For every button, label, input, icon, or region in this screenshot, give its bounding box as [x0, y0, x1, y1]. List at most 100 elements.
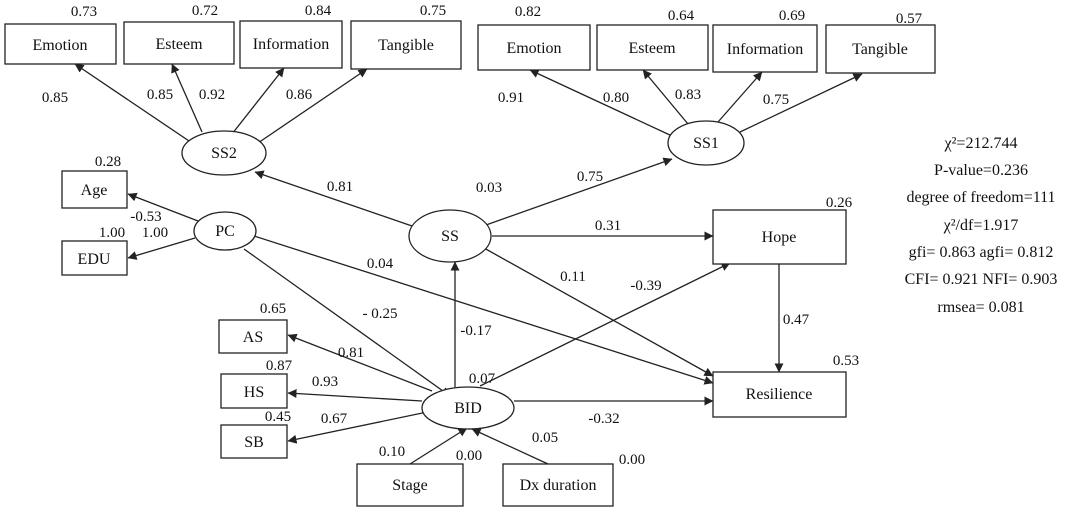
oval-label: SS1: [693, 135, 719, 152]
box-ss2-emotion: Emotion: [4, 23, 117, 65]
arrow-bid-hope: [479, 262, 731, 387]
coef-dx-bid: 0.05: [532, 430, 558, 446]
coef-bid-as: 0.81: [338, 345, 364, 361]
box-label: Tangible: [852, 41, 908, 58]
arrow-pc-resilience: [253, 235, 714, 385]
box-resilience: Resilience: [712, 371, 847, 418]
box-dx-duration: Dx duration: [502, 463, 614, 507]
latent-variables: SS2 SS1 PC SS BID: [181, 120, 745, 430]
box-label: HS: [244, 384, 264, 401]
stat-dof: degree of freedom=111: [906, 189, 1055, 206]
box-label: Esteem: [628, 40, 676, 57]
oval-label: BID: [454, 400, 482, 417]
r2-edu: 1.00: [99, 225, 125, 241]
arrow-stage-bid: [409, 427, 468, 465]
r2-ss1-information: 0.69: [779, 8, 805, 24]
r2-ss2-tangible: 0.75: [420, 3, 446, 19]
box-ss2-tangible: Tangible: [350, 20, 462, 70]
box-sb: SB: [220, 424, 288, 459]
box-label: Emotion: [32, 37, 87, 54]
coef-ss1-esteem: 0.80: [603, 90, 629, 106]
box-age: Age: [61, 170, 128, 209]
r2-bid: 0.07: [469, 371, 496, 387]
oval-label: SS2: [211, 145, 237, 162]
box-label: SB: [244, 434, 264, 451]
box-label: Tangible: [378, 37, 434, 54]
box-ss2-esteem: Esteem: [123, 21, 235, 65]
box-label: EDU: [78, 251, 111, 268]
fit-statistics: χ²=212.744 P-value=0.236 degree of freed…: [905, 135, 1058, 316]
coef-pc-bid: - 0.25: [363, 306, 398, 322]
box-label: Hope: [762, 229, 797, 246]
coef-ss2-tangible: 0.86: [286, 87, 313, 103]
arrow-ss1-information: [717, 71, 763, 123]
arrow-ss2-tangible: [257, 68, 368, 144]
r2-as: 0.65: [260, 301, 286, 317]
path-coefficients: 0.85 0.85 0.92 0.86 0.91 0.80 0.83 0.75 …: [42, 87, 810, 460]
r2-ss1-emotion: 0.82: [515, 4, 541, 20]
oval-bid: BID: [421, 386, 515, 430]
stat-pvalue: P-value=0.236: [934, 162, 1028, 179]
r2-labels: 0.73 0.72 0.84 0.75 0.82 0.64 0.69 0.57 …: [71, 3, 923, 468]
coef-ss1-emotion: 0.91: [498, 90, 524, 106]
coef-ss2-emotion: 0.85: [42, 90, 68, 106]
r2-ss2-esteem: 0.72: [192, 3, 218, 19]
coef-pc-resilience: 0.04: [367, 256, 394, 272]
r2-ss: 0.03: [476, 180, 502, 196]
arrow-ss1-tangible: [739, 73, 863, 133]
box-ss1-tangible: Tangible: [825, 24, 936, 74]
coef-ss1-information: 0.83: [675, 87, 701, 103]
arrow-ss2-esteem: [171, 63, 203, 133]
oval-label: SS: [441, 228, 459, 245]
box-label: Esteem: [155, 36, 203, 53]
box-label: Resilience: [746, 386, 813, 403]
coef-hope-resilience: 0.47: [783, 312, 810, 328]
oval-ss1: SS1: [667, 120, 745, 166]
box-label: Emotion: [506, 40, 561, 57]
box-label: Age: [81, 182, 108, 199]
r2-hope: 0.26: [826, 195, 853, 211]
box-as: AS: [218, 319, 288, 354]
arrow-ss-ss2: [254, 170, 413, 227]
coef-ss2-information: 0.92: [199, 87, 225, 103]
r2-ss2-information: 0.84: [305, 3, 332, 19]
arrows: [74, 63, 863, 465]
box-label: Information: [727, 41, 803, 58]
stat-chi2: χ²=212.744: [944, 135, 1018, 152]
arrow-dx-bid: [471, 428, 549, 465]
coef-stage-bid: 0.10: [379, 444, 405, 460]
box-ss1-emotion: Emotion: [477, 24, 591, 71]
oval-pc: PC: [193, 211, 257, 251]
coef-bid-sb: 0.67: [321, 411, 348, 427]
coef-pc-age: -0.53: [130, 209, 161, 225]
oval-ss: SS: [408, 209, 492, 263]
arrow-pc-bid: [243, 248, 451, 397]
box-label: Information: [253, 36, 329, 53]
r2-resilience: 0.53: [833, 353, 859, 369]
arrow-ss-resilience: [483, 247, 714, 377]
arrow-ss1-emotion: [529, 69, 673, 137]
r2-stage: 0.00: [456, 448, 482, 464]
coef-ss-ss2: 0.81: [327, 179, 353, 195]
oval-label: PC: [215, 223, 235, 240]
coef-ss-ss1: 0.75: [577, 169, 603, 185]
box-ss1-information: Information: [712, 24, 818, 73]
coef-ss2-esteem: 0.85: [147, 87, 173, 103]
box-label: AS: [243, 329, 263, 346]
arrow-ss2-information: [231, 67, 285, 135]
box-stage: Stage: [356, 463, 464, 507]
box-label: Dx duration: [520, 477, 597, 494]
coef-bid-hs: 0.93: [312, 374, 338, 390]
stat-gfi: gfi= 0.863 agfi= 0.812: [909, 244, 1054, 261]
box-label: Stage: [392, 477, 428, 494]
arrow-ss1-esteem: [642, 69, 689, 125]
r2-hs: 0.87: [266, 358, 293, 374]
arrow-ss2-emotion: [74, 63, 193, 144]
box-edu: EDU: [61, 240, 128, 276]
coef-bid-ss: -0.17: [460, 323, 492, 339]
r2-ss1-tangible: 0.57: [896, 11, 923, 27]
stat-cfi: CFI= 0.921 NFI= 0.903: [905, 271, 1058, 288]
r2-sb: 0.45: [265, 409, 291, 425]
observed-variables: Emotion Esteem Information Tangible Emot…: [4, 20, 936, 507]
